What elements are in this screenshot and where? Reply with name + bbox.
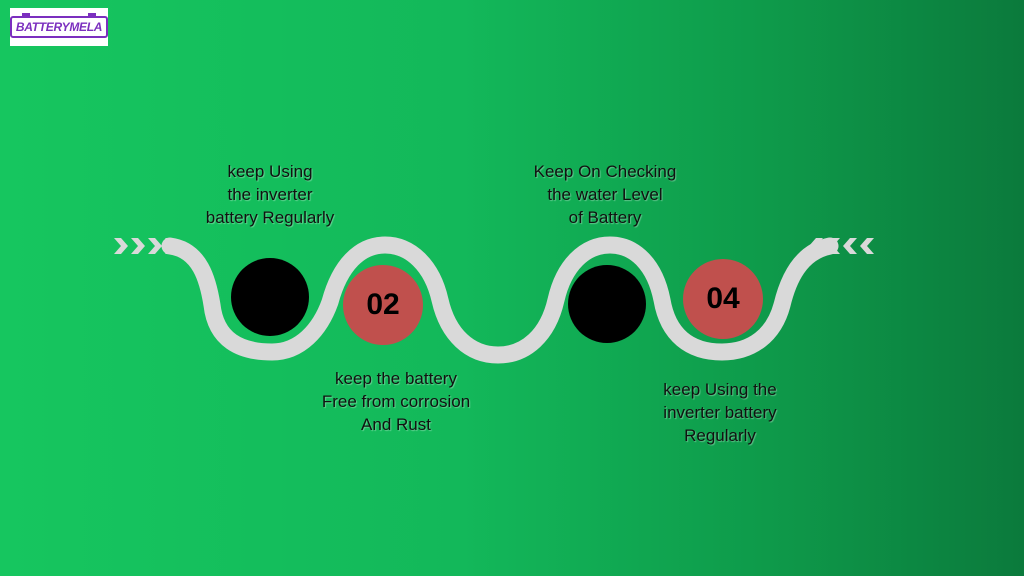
caption-line: inverter battery	[663, 403, 777, 422]
step-4-number: 04	[706, 282, 740, 315]
road-path	[161, 236, 839, 364]
step-2-caption: keep the battery Free from corrosion And…	[296, 367, 496, 436]
caption-line: keep Using the	[663, 380, 777, 399]
caption-line: the water Level	[547, 185, 663, 204]
step-1-circle	[231, 258, 309, 336]
logo-text: BATTERYMELA	[15, 20, 103, 34]
caption-line: Regularly	[684, 426, 756, 445]
caption-line: And Rust	[361, 415, 431, 434]
step-3-circle	[568, 265, 646, 343]
battery-outline-icon: BATTERYMELA	[9, 13, 109, 38]
step-3-caption: Keep On Checking the water Level of Batt…	[505, 160, 705, 229]
right-arrows-icon	[809, 238, 874, 254]
step-1-caption: keep Using the inverter battery Regularl…	[180, 160, 360, 229]
step-2-number: 02	[366, 288, 400, 321]
batterymela-logo[interactable]: BATTERYMELA	[9, 8, 109, 46]
caption-line: battery Regularly	[205, 208, 335, 227]
caption-line: of Battery	[568, 208, 642, 227]
caption-line: Keep On Checking	[533, 162, 677, 181]
step-4-circle: 04	[683, 259, 763, 339]
caption-line: Free from corrosion	[321, 392, 471, 411]
caption-line: keep Using	[227, 162, 313, 181]
caption-line: keep the battery	[335, 369, 457, 388]
step-2-circle: 02	[343, 265, 423, 345]
step-4-caption: keep Using the inverter battery Regularl…	[630, 378, 810, 447]
caption-line: the inverter	[227, 185, 313, 204]
left-arrows-icon	[114, 238, 179, 254]
